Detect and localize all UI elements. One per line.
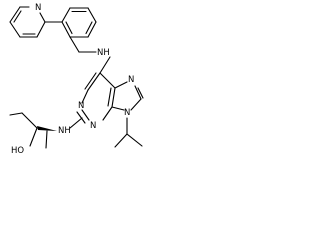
benzyl-linker [69,36,111,74]
purine-n1-label: N [78,101,84,111]
pyridine-nitrogen-label: N [35,3,41,13]
purine-imidazole-ring [111,81,144,111]
structure-drawing: N NH N N N N NH HO [9,3,144,156]
pyridine-ring [9,6,46,38]
purine-n7-label: N [128,75,134,85]
molecule-structure: N NH N N N N NH HO [0,0,163,188]
c2-amine-bond [69,117,83,129]
linker-nh-label: NH [97,48,110,58]
aminobutanol-chain [9,112,57,149]
isopropyl-group [114,117,143,148]
purine-n3-label: N [90,121,96,131]
purine-pyrimidine-ring [76,72,116,124]
hydroxyl-label: HO [11,146,24,156]
purine-n9-label: N [124,108,130,118]
amine-nh-label: NH [58,126,71,136]
benzene-ring [61,7,97,38]
